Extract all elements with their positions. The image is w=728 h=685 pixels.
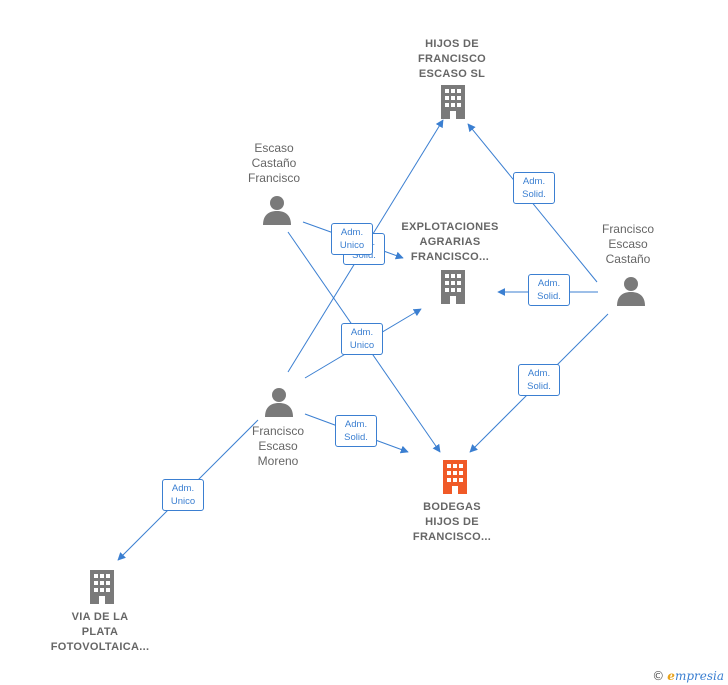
relation-badge[interactable]: Adm.Solid. xyxy=(513,172,555,204)
explotaciones-building-icon xyxy=(441,270,465,304)
hijos-sl-building-icon xyxy=(441,85,465,119)
francisco-escaso-castano-label[interactable]: Francisco Escaso Castaño xyxy=(601,222,654,266)
francisco-escaso-moreno-label[interactable]: Francisco Escaso Moreno xyxy=(251,424,304,468)
relation-badge[interactable]: Adm.Solid. xyxy=(335,415,377,447)
relation-badge[interactable]: Adm.Solid. xyxy=(528,274,570,306)
via-plata-label[interactable]: VIA DE LA PLATA FOTOVOLTAICA... xyxy=(50,611,150,653)
hijos-sl-label[interactable]: HIJOS DE FRANCISCO ESCASO SL xyxy=(417,38,487,80)
explotaciones-label[interactable]: EXPLOTACIONES AGRARIAS FRANCISCO... xyxy=(401,221,499,263)
relation-badge[interactable]: Adm.Solid. xyxy=(518,364,560,396)
francisco-escaso-moreno-person-icon xyxy=(265,388,293,417)
relation-badge[interactable]: Adm.Unico xyxy=(162,479,204,511)
empresia-watermark: ©empresia xyxy=(652,669,724,683)
escaso-castano-francisco-label[interactable]: Escaso Castaño Francisco xyxy=(247,141,300,185)
bodegas-building-icon xyxy=(443,460,467,494)
bodegas-label[interactable]: BODEGAS HIJOS DE FRANCISCO... xyxy=(412,501,492,543)
escaso-castano-francisco-person-icon xyxy=(263,196,291,225)
via-plata-building-icon xyxy=(90,570,114,604)
relation-badge[interactable]: Adm.Unico xyxy=(331,223,373,255)
francisco-escaso-castano-person-icon xyxy=(617,277,645,306)
relation-badge[interactable]: Adm.Unico xyxy=(341,323,383,355)
